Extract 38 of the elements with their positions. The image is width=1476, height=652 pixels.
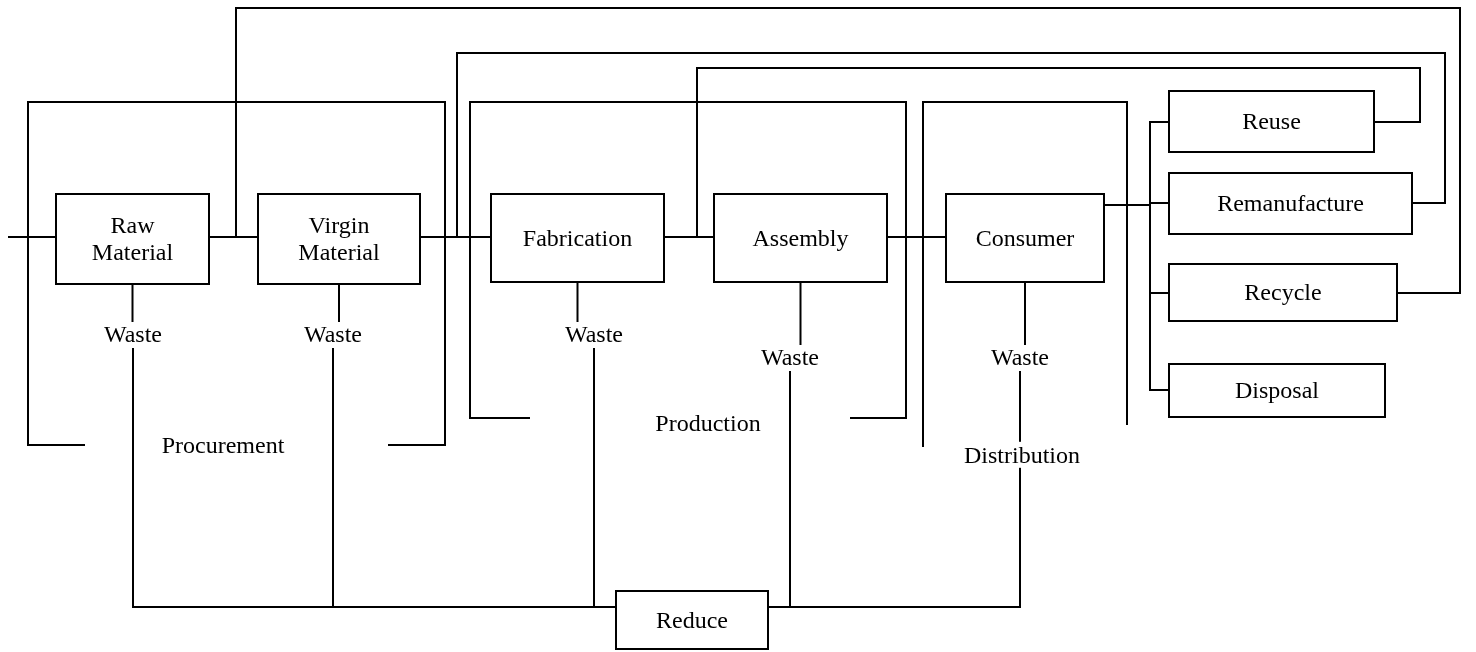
box-label: Virgin Material — [297, 212, 381, 266]
connector-line — [593, 347, 616, 608]
connector-line — [1104, 204, 1169, 391]
connector-line — [131, 284, 134, 323]
connector-line — [887, 236, 946, 238]
process-box — [1168, 363, 1386, 418]
process-box — [490, 193, 665, 283]
box-label: Remanufacture — [1217, 190, 1364, 217]
process-box — [257, 193, 421, 285]
connector-line — [799, 282, 802, 346]
waste-label: Waste — [88, 322, 178, 348]
connector-line — [7, 236, 56, 238]
process-box — [713, 193, 888, 283]
box-label: Raw Material — [90, 212, 175, 266]
process-box — [945, 193, 1105, 283]
process-box — [1168, 263, 1398, 322]
connector-line — [456, 52, 1446, 238]
waste-label: Waste — [549, 322, 639, 348]
connector-line — [576, 282, 579, 323]
group-label: Distribution — [964, 441, 1080, 469]
box-label: Assembly — [752, 224, 849, 252]
connector-line — [235, 7, 1461, 294]
box-label: Disposal — [1235, 377, 1319, 404]
connector-line — [338, 284, 340, 323]
process-box — [1168, 90, 1375, 153]
box-label: Recycle — [1244, 279, 1322, 306]
box-label: Reuse — [1242, 108, 1301, 135]
connector-line — [696, 67, 1421, 238]
waste-label: Waste — [288, 322, 378, 348]
box-label: Reduce — [656, 606, 728, 634]
waste-label: Waste — [975, 345, 1065, 371]
process-box — [615, 590, 769, 650]
connector-line — [1024, 282, 1026, 346]
process-box — [55, 193, 210, 285]
process-box — [1168, 172, 1413, 235]
waste-label: Waste — [745, 345, 835, 371]
box-label: Consumer — [975, 224, 1075, 252]
box-label: Fabrication — [522, 224, 633, 252]
